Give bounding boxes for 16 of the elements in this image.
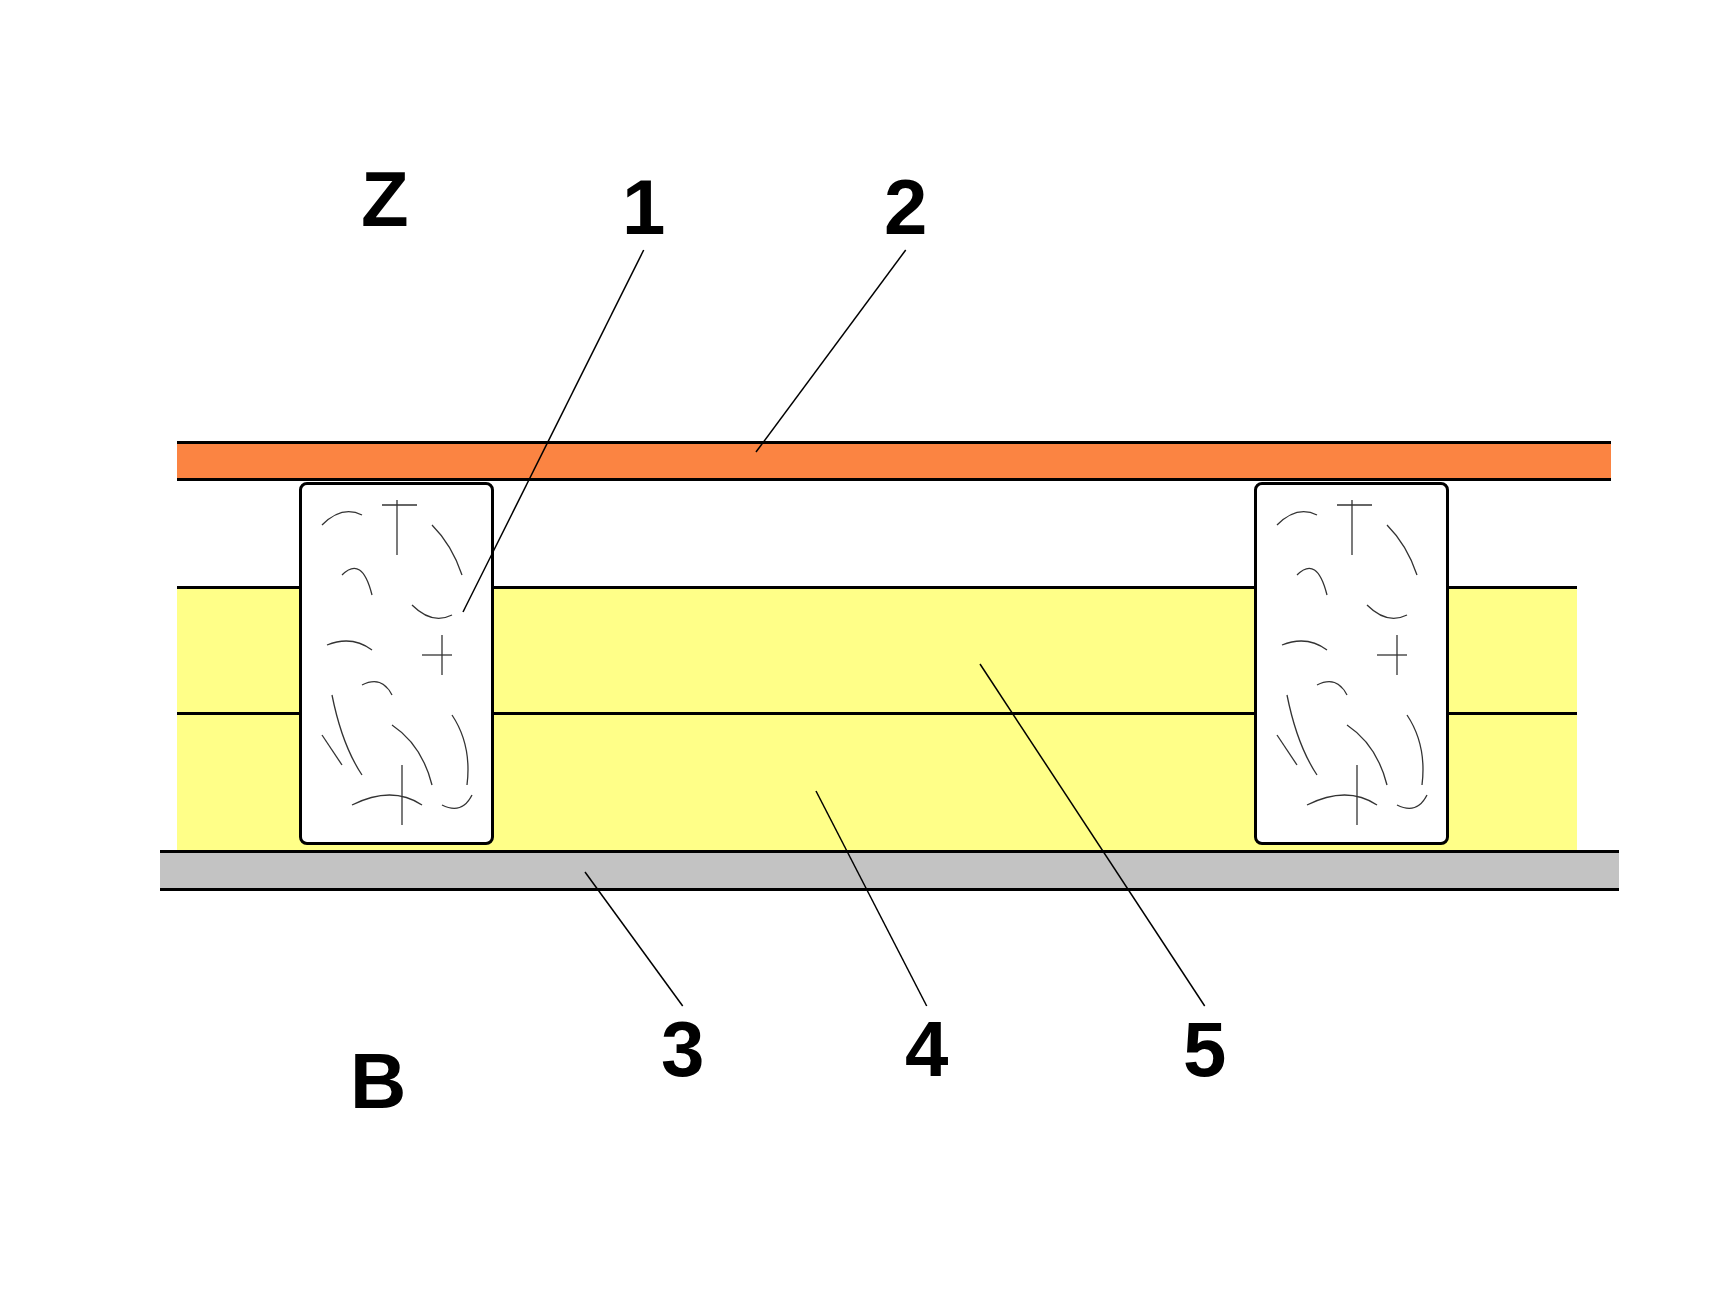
wooden-stud bbox=[299, 482, 494, 845]
callout-number: 2 bbox=[884, 168, 928, 246]
side-label: Z bbox=[361, 160, 409, 238]
top-board bbox=[177, 441, 1611, 481]
leader-line bbox=[979, 663, 1206, 1007]
side-label: B bbox=[350, 1042, 407, 1120]
leader-line bbox=[755, 249, 907, 453]
callout-number: 4 bbox=[905, 1010, 949, 1088]
wooden-stud bbox=[1254, 482, 1449, 845]
bottom-board bbox=[160, 850, 1619, 891]
callout-number: 1 bbox=[622, 168, 666, 246]
callout-number: 5 bbox=[1183, 1010, 1227, 1088]
leader-line bbox=[462, 249, 645, 613]
callout-number: 3 bbox=[661, 1010, 705, 1088]
leader-line bbox=[815, 790, 928, 1007]
leader-line bbox=[584, 871, 684, 1007]
